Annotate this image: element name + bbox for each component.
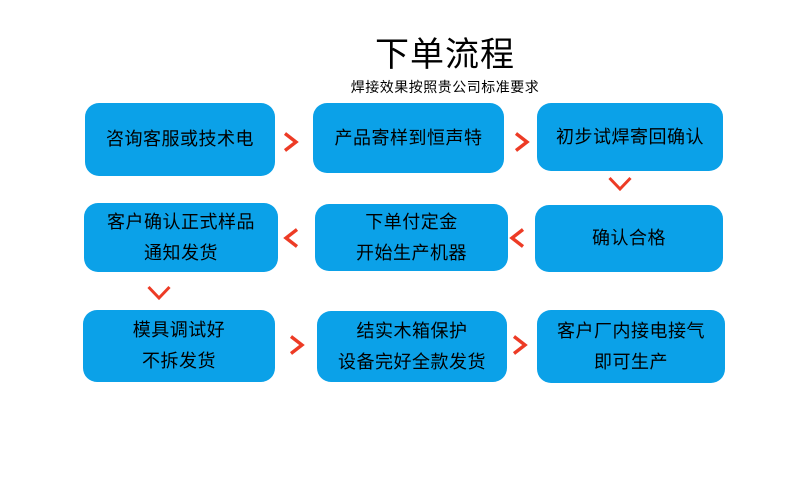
flow-box-label: 初步试焊寄回确认: [556, 126, 704, 147]
page-subtitle: 焊接效果按照贵公司标准要求: [350, 79, 540, 95]
flow-box-label: 模具调试好: [132, 320, 226, 340]
chevron-right-icon: [511, 334, 528, 356]
flow-box-label: 通知发货: [144, 242, 218, 263]
chevron-right-icon: [288, 334, 305, 356]
chevron-left-icon: [283, 227, 300, 249]
flow-box-step-1: 咨询客服或技术电: [85, 103, 275, 176]
flow-box-label: 咨询客服或技术电: [106, 129, 254, 149]
flow-box-step-7: 模具调试好不拆发货: [83, 310, 275, 382]
chevron-down-icon: [146, 284, 172, 301]
flow-box-label: 开始生产机器: [356, 242, 467, 263]
flow-box-step-9: 客户厂内接电接气即可生产: [537, 310, 725, 383]
chevron-right-icon: [282, 131, 299, 153]
flow-box-step-2: 产品寄样到恒声特: [313, 103, 504, 173]
flow-box-step-5: 下单付定金开始生产机器: [315, 204, 508, 271]
page-title: 下单流程: [375, 36, 515, 74]
flow-box-step-3: 初步试焊寄回确认: [537, 103, 723, 171]
flow-box-step-8: 结实木箱保护设备完好全款发货: [317, 311, 507, 382]
flow-box-label: 结实木箱保护: [356, 320, 468, 341]
flow-box-label: 设备完好全款发货: [338, 351, 486, 372]
flow-box-step-6: 客户确认正式样品通知发货: [84, 203, 278, 272]
flow-box-label: 即可生产: [594, 351, 668, 372]
chevron-left-icon: [509, 227, 526, 249]
flow-box-label: 下单付定金: [365, 211, 458, 232]
chevron-down-icon: [607, 175, 633, 192]
flow-box-label: 不拆发货: [142, 351, 216, 371]
flow-box-label: 客户厂内接电接气: [557, 320, 705, 341]
flow-box-label: 确认合格: [592, 228, 666, 248]
flow-box-step-4: 确认合格: [535, 205, 723, 272]
chevron-right-icon: [513, 131, 530, 153]
flow-box-label: 产品寄样到恒声特: [334, 127, 483, 148]
flow-box-label: 客户确认正式样品: [107, 211, 255, 232]
